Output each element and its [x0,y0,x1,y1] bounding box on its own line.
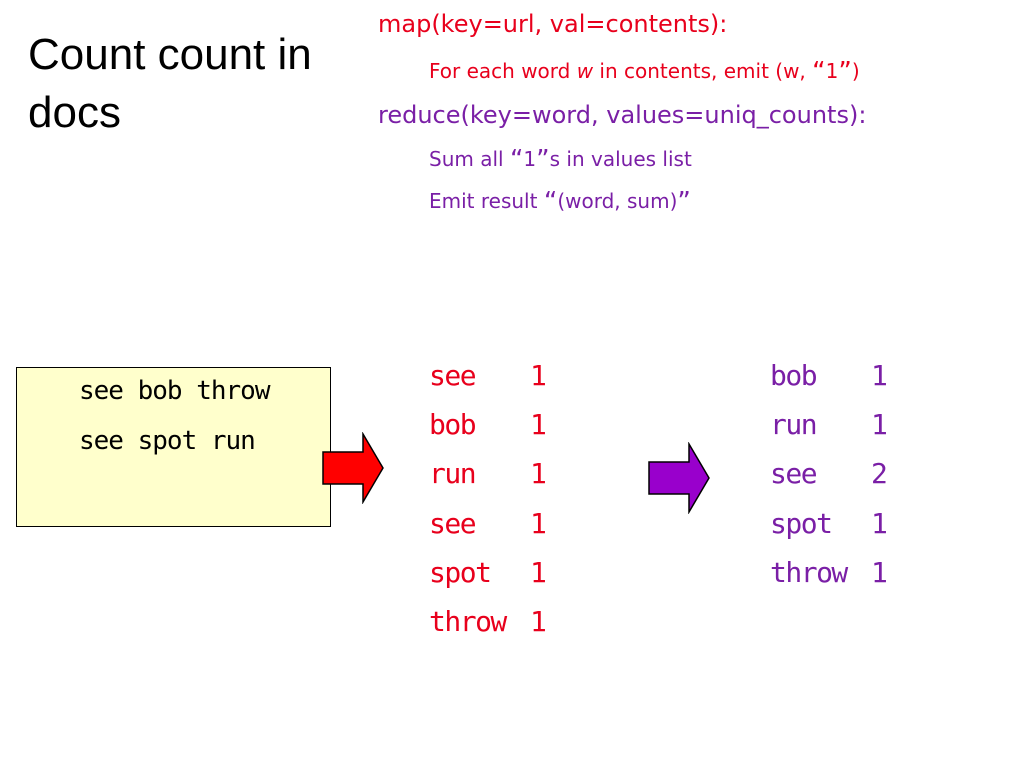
map-output-word: bob [429,408,477,442]
reduce-output-word: bob [770,359,818,392]
map-emit-value: 1 [825,59,839,83]
map-description-text-2: in contents, emit (w, [593,59,813,83]
reduce-output-count: 1 [871,359,888,392]
map-output-row: spot 1 [429,556,547,605]
reduce-emit-text: Emit result [429,189,544,213]
reduce-output-row: bob 1 [770,359,888,408]
map-description-text-3: ) [851,59,860,83]
reduce-description-emit: Emit result “(word, sum)” [429,189,691,215]
reduce-output-list: bob 1 run 1 see 2 spot 1 throw 1 [770,359,888,605]
map-open-quote: “ [812,57,826,87]
reduce-output-row: spot 1 [770,507,888,556]
reduce-output-row: see 2 [770,457,888,506]
reduce-output-count: 1 [871,555,888,589]
map-output-count: 1 [530,408,547,442]
reduce-emit-open-quote: “ [543,187,558,217]
map-output-count: 1 [530,359,547,392]
map-output-word: see [429,506,477,540]
input-line: see spot run [79,426,256,456]
map-output-count: 1 [530,457,547,491]
map-output-count: 1 [530,555,547,589]
input-line: see bob throw [79,376,270,406]
reduce-output-row: throw 1 [770,556,888,605]
reduce-output-count: 2 [871,457,888,491]
reduce-sum-value: 1 [523,147,537,171]
reduce-sum-text-1: Sum all [429,147,510,171]
map-output-count: 1 [530,604,547,638]
reduce-output-word: throw [770,555,848,589]
map-description-variable: w [576,59,594,83]
map-output-list: see 1 bob 1 run 1 see 1 spot 1 throw 1 [429,359,547,654]
reduce-sum-open-quote: “ [509,145,524,175]
map-output-count: 1 [530,506,547,540]
map-output-row: see 1 [429,507,547,556]
map-description-text-1: For each word [429,59,577,83]
map-right-arrow-icon [322,432,384,504]
reduce-output-word: run [770,408,818,442]
map-close-quote: ” [838,57,852,87]
map-signature: map(key=url, val=contents): [378,10,728,38]
map-output-word: see [429,359,477,392]
reduce-output-count: 1 [871,408,888,442]
reduce-emit-close-quote: ” [677,187,691,217]
slide-title: Count count in docs [28,30,312,137]
map-output-row: throw 1 [429,605,547,654]
input-document-box: see bob throw see spot run [16,367,331,527]
map-output-word: throw [429,604,507,638]
map-output-word: spot [429,555,492,589]
map-output-word: run [429,457,477,491]
reduce-signature: reduce(key=word, values=uniq_counts): [378,101,867,129]
map-output-row: run 1 [429,457,547,506]
reduce-right-arrow-icon [648,442,710,514]
map-description: For each word w in contents, emit (w, “1… [429,59,860,85]
reduce-output-word: spot [770,506,833,540]
map-output-row: bob 1 [429,408,547,457]
reduce-sum-close-quote: ” [536,145,550,175]
reduce-output-count: 1 [871,506,888,540]
reduce-description-sum: Sum all “1”s in values list [429,147,692,173]
reduce-output-row: run 1 [770,408,888,457]
reduce-emit-value: (word, sum) [557,189,678,213]
reduce-output-word: see [770,457,818,491]
map-output-row: see 1 [429,359,547,408]
reduce-sum-text-2: s in values list [549,147,692,171]
